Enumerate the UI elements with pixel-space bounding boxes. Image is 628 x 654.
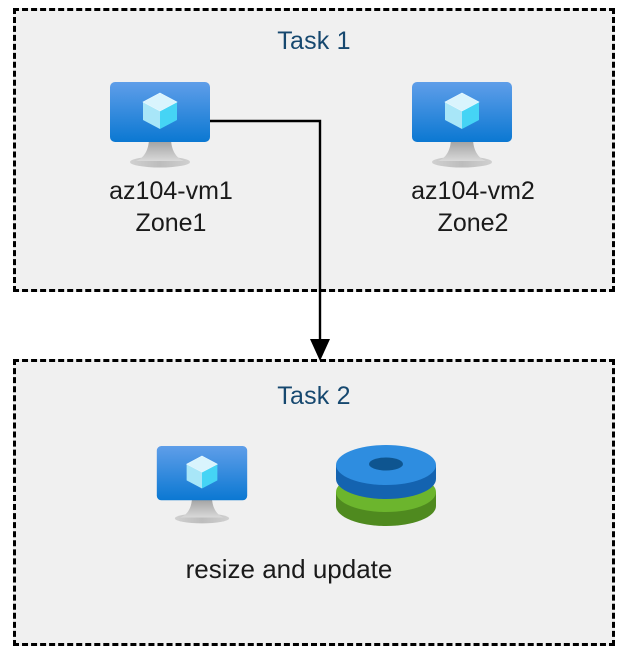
virtual-machine-icon (410, 80, 514, 168)
virtual-machine-icon (155, 444, 249, 524)
disks-icon (332, 443, 440, 529)
task-1-title: Task 1 (277, 27, 351, 55)
task-2-title: Task 2 (277, 382, 351, 410)
task-2-action-label: resize and update (185, 554, 393, 584)
virtual-machine-icon (108, 80, 212, 168)
vm1-label: az104-vm1 Zone1 (109, 177, 233, 237)
vm2-label: az104-vm2 Zone2 (411, 177, 535, 237)
arrowhead-icon (310, 339, 330, 361)
